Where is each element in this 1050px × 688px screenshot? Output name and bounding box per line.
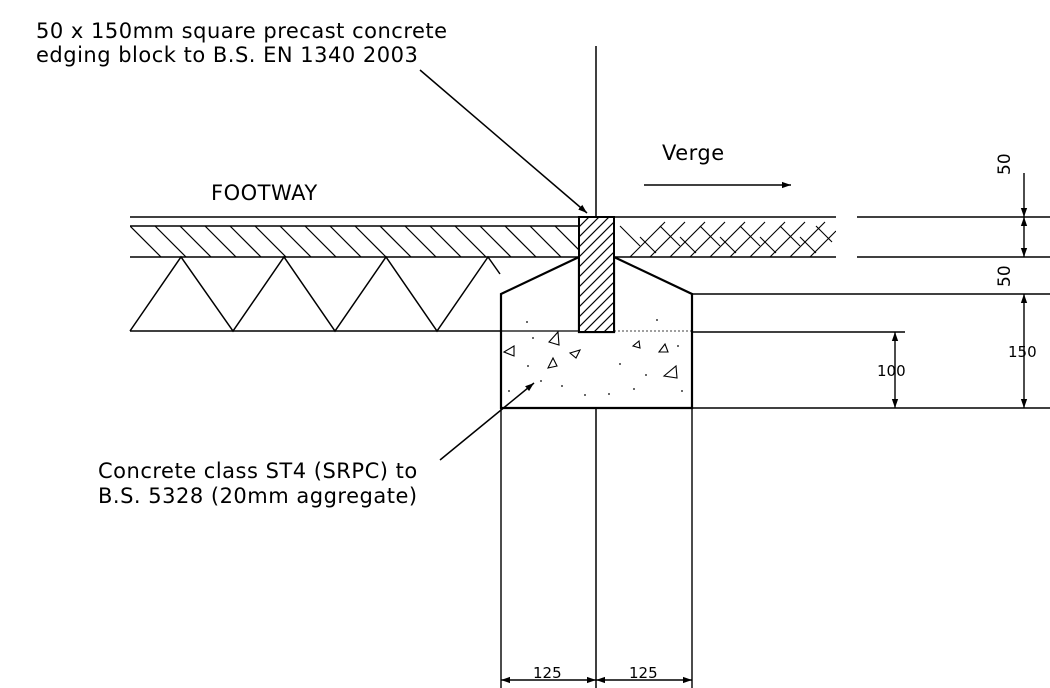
concrete-leader [440, 383, 534, 460]
verge-layers [614, 217, 1050, 294]
dimension-lines-right [692, 173, 1050, 408]
verge-label: Verge [662, 141, 725, 165]
verge-hatch [620, 222, 836, 257]
edging-block [578, 216, 615, 333]
aggregate-dots [508, 319, 683, 396]
footway-label: FOOTWAY [211, 181, 318, 205]
dim-right-width: 125 [629, 664, 658, 682]
aggregate-marks [504, 332, 677, 378]
dim-second-layer: 50 [995, 265, 1015, 287]
edging-leader [420, 70, 587, 213]
footway-subbase [130, 257, 500, 331]
footway-hatch [130, 226, 586, 257]
dim-left-width: 125 [533, 664, 562, 682]
concrete-note-line2: B.S. 5328 (20mm aggregate) [98, 484, 418, 508]
edging-note-line2: edging block to B.S. EN 1340 2003 [36, 43, 418, 67]
edging-note-line1: 50 x 150mm square precast concrete [36, 19, 448, 43]
dim-haunch-depth: 100 [877, 362, 906, 380]
dim-bed-depth: 150 [1008, 343, 1037, 361]
dim-top-layer: 50 [995, 153, 1015, 175]
dimension-lines-bottom [501, 408, 692, 688]
concrete-note-line1: Concrete class ST4 (SRPC) to [98, 459, 418, 483]
footway-surfacing [130, 217, 836, 257]
